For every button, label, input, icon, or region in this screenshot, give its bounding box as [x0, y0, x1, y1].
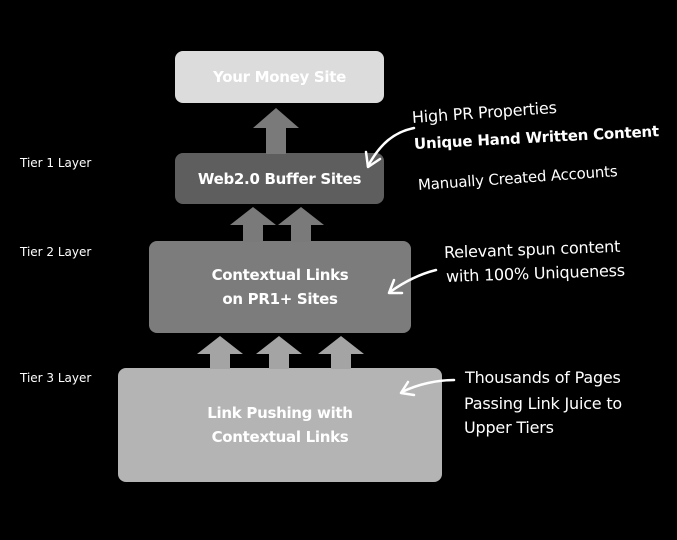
web20-buffer-box: Web2.0 Buffer Sites [175, 153, 384, 204]
contextual-links-label: Contextual Links on PR1+ Sites [211, 266, 349, 308]
up-arrow-icon [256, 336, 302, 369]
tier2-note-uniqueness: with 100% Uniqueness [445, 260, 626, 286]
contextual-links-box: Contextual Links on PR1+ Sites [149, 241, 411, 333]
up-arrow-icon [197, 336, 243, 369]
tier1-note-high-pr: High PR Properties [411, 97, 558, 127]
up-arrow-icon [318, 336, 364, 369]
link-pushing-box: Link Pushing with Contextual Links [118, 368, 442, 482]
curved-arrow-icon [364, 126, 416, 169]
money-site-box: Your Money Site [175, 51, 384, 103]
tier3-note-link-juice: Passing Link Juice to [464, 394, 622, 413]
web20-buffer-label: Web2.0 Buffer Sites [197, 169, 362, 188]
curved-arrow-icon [399, 378, 456, 397]
tier3-label: Tier 3 Layer [20, 371, 92, 385]
curved-arrow-icon [387, 268, 438, 295]
money-site-label: Your Money Site [213, 68, 346, 86]
tier3-note-upper-tiers: Upper Tiers [464, 418, 554, 437]
link-pushing-label: Link Pushing with Contextual Links [207, 404, 353, 446]
up-arrow-icon [278, 207, 324, 242]
tier1-note-unique-content: Unique Hand Written Content [413, 122, 660, 153]
tier2-note-spun-content: Relevant spun content [443, 236, 621, 262]
tier3-note-thousands: Thousands of Pages [465, 368, 621, 387]
up-arrow-icon [230, 207, 276, 242]
tier1-label: Tier 1 Layer [20, 156, 92, 170]
tier1-note-manual-accounts: Manually Created Accounts [417, 162, 618, 194]
up-arrow-icon [253, 108, 299, 154]
tier2-label: Tier 2 Layer [20, 245, 92, 259]
